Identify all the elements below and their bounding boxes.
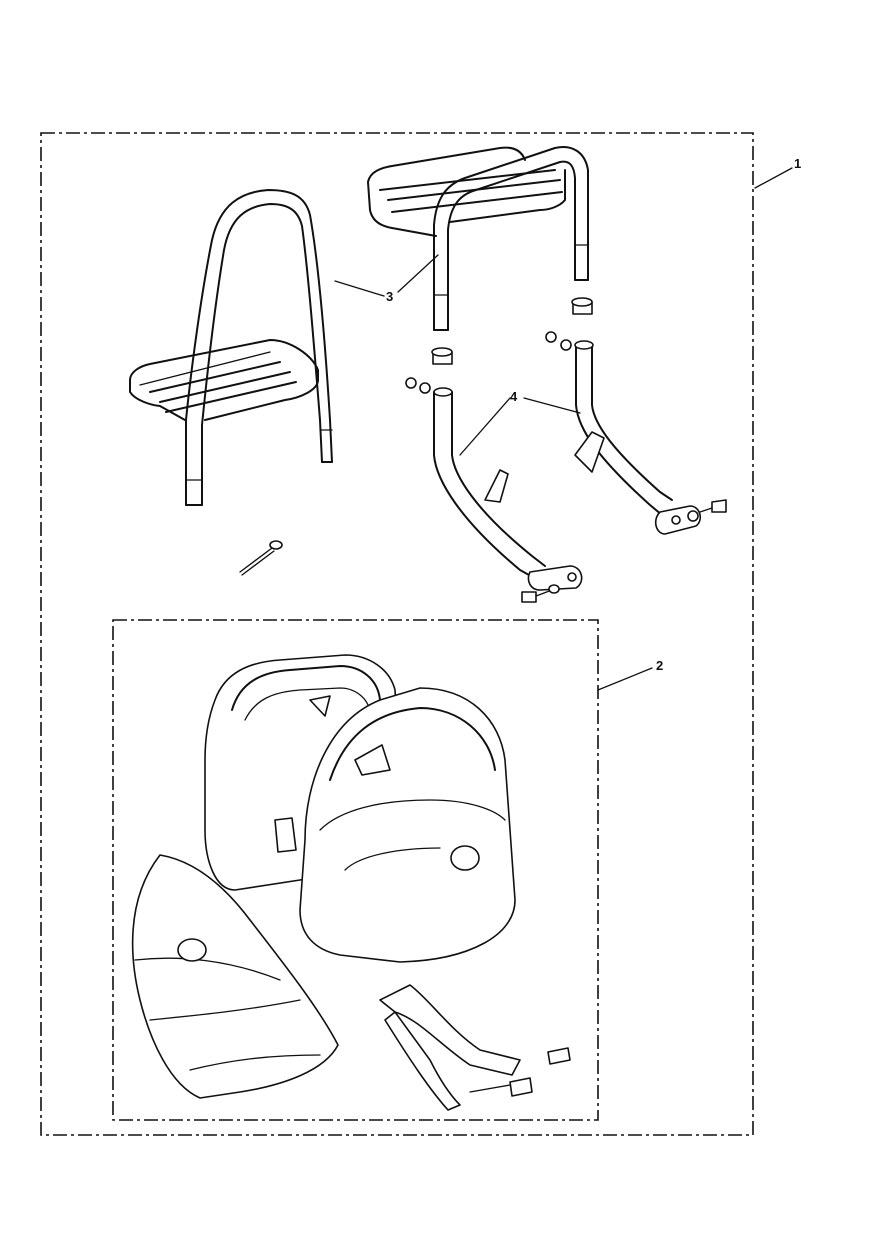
harness-strap: [379, 984, 571, 1111]
leader-line-brackets-b: [523, 397, 581, 414]
mounting-bracket-right: [545, 297, 727, 535]
luggage-rack-left: [129, 189, 333, 506]
callout-brackets: 4: [510, 389, 518, 404]
callout-kit: 1: [794, 156, 801, 171]
leader-line-kit: [754, 167, 793, 189]
cotter-pin: [239, 540, 283, 576]
mounting-bracket-left: [405, 347, 583, 603]
callout-panniers: 2: [656, 658, 663, 673]
kit-boundary: [40, 132, 754, 1136]
pannier-bag-front: [299, 687, 516, 963]
luggage-rack-right: [367, 146, 589, 331]
leader-line-brackets-a: [459, 397, 511, 456]
leader-line-racks-b: [397, 254, 439, 293]
leader-line-racks-a: [334, 280, 385, 297]
leader-line-panniers: [597, 667, 653, 691]
callout-racks: 3: [386, 289, 393, 304]
pannier-boundary: [112, 619, 599, 1121]
rain-cover: [131, 854, 339, 1099]
